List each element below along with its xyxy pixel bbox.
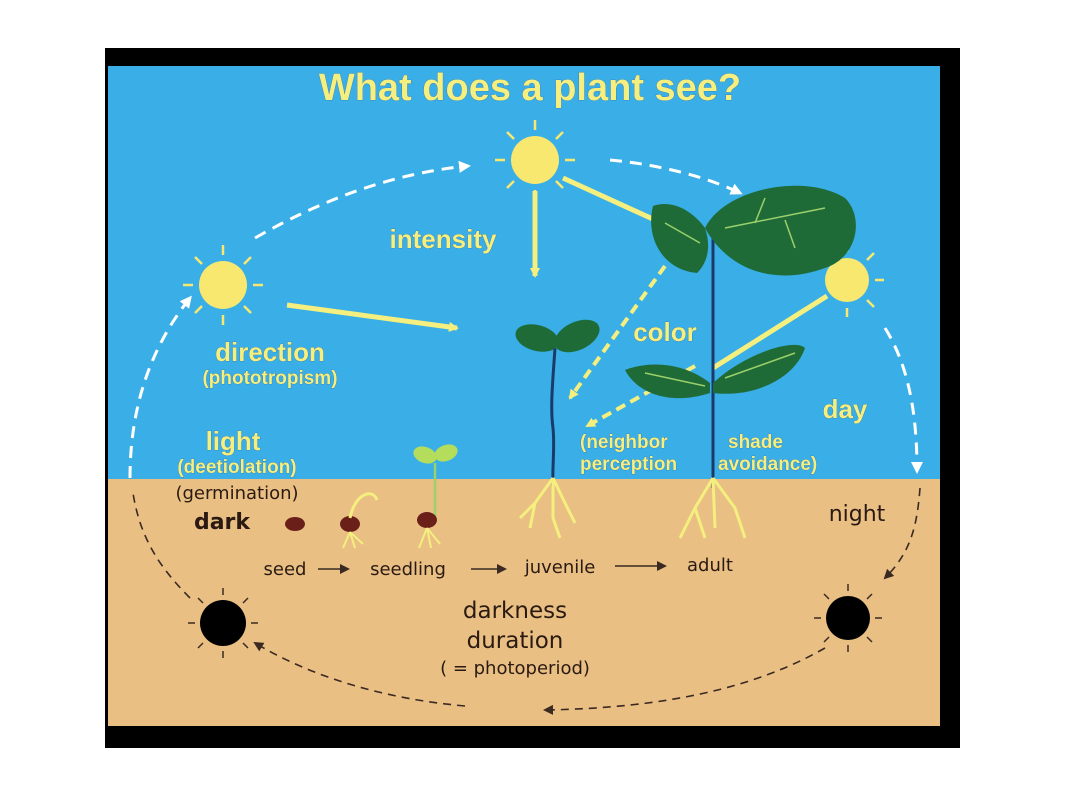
plant-icon [625,185,856,539]
label-duration: duration [467,628,564,654]
seed-icon [417,512,441,549]
label-phototropism: (phototropism) [202,368,337,389]
stage-seed: seed [264,559,307,580]
label-perception: perception [580,454,677,475]
dark-sun-icon [188,588,258,658]
label-intensity: intensity [390,224,497,254]
soil-area [108,479,940,726]
stage-arrows [318,561,667,574]
seed-icon [340,492,379,549]
label-color: color [633,317,697,347]
stage-adult: adult [687,555,733,576]
label-deetiolation: (deetiolation) [177,457,296,478]
label-day: day [823,394,868,424]
sun-icon [183,245,263,325]
label-photoperiod: ( = photoperiod) [440,658,590,679]
label-dark: dark [194,510,251,535]
label-darkness: darkness [463,598,567,624]
night-cycle-arrows [132,487,921,715]
plant-icon [413,444,458,518]
label-avoidance: avoidance) [718,454,817,475]
seed-icon [285,517,305,531]
label-direction: direction [215,337,325,367]
slide-frame: What does a plant see? [105,48,960,748]
plant-perception-diagram: What does a plant see? [108,66,940,726]
label-germination: (germination) [175,483,298,504]
label-light: light [206,426,261,456]
stage-seedling: seedling [370,559,446,580]
day-cycle-arrows [128,158,923,479]
label-neighbor: (neighbor [580,432,668,453]
stage-juvenile: juvenile [524,557,596,578]
plant-icon [515,319,600,539]
label-shade: shade [728,432,783,453]
dark-sun-icon [814,584,882,652]
label-night: night [829,502,886,527]
diagram-title: What does a plant see? [319,67,741,109]
